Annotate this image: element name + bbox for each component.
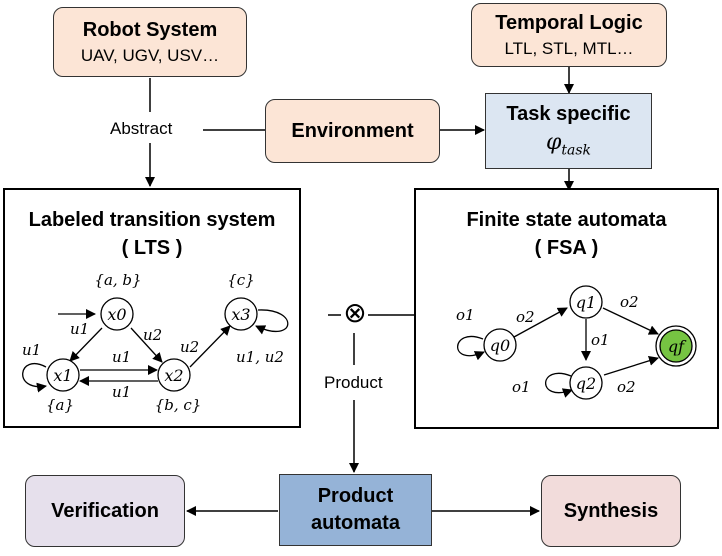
robot-system-box: Robot System UAV, UGV, USV…: [53, 7, 247, 77]
product-automata-line2: automata: [311, 512, 400, 534]
synthesis-box: Synthesis: [541, 475, 681, 547]
robot-system-title: Robot System: [82, 18, 218, 41]
verification-box: Verification: [25, 475, 185, 547]
phi-task-formula: φtask: [546, 130, 591, 158]
phi-subscript: task: [561, 142, 592, 159]
lts-subtitle: ( LTS ): [121, 237, 183, 259]
environment-label: Environment: [291, 119, 414, 142]
lts-panel: Labeled transition system ( LTS ): [3, 188, 301, 428]
temporal-logic-box: Temporal Logic LTL, STL, MTL…: [471, 3, 667, 67]
lts-title: Labeled transition system: [28, 209, 276, 231]
task-specific-title: Task specific: [506, 103, 631, 126]
fsa-panel: Finite state automata ( FSA ): [414, 188, 719, 429]
product-automata-line1: Product: [317, 485, 394, 507]
fsa-subtitle: ( FSA ): [534, 237, 599, 259]
environment-box: Environment: [265, 99, 440, 163]
verification-label: Verification: [51, 499, 159, 522]
product-operator-symbol: ⊗: [343, 296, 367, 329]
synthesis-label: Synthesis: [563, 499, 659, 522]
phi-symbol: φ: [545, 130, 562, 156]
task-specific-box: Task specific φtask: [485, 93, 652, 169]
fsa-title: Finite state automata: [466, 209, 667, 231]
product-label: Product: [324, 373, 383, 393]
temporal-logic-subtitle: LTL, STL, MTL…: [504, 38, 634, 58]
robot-system-subtitle: UAV, UGV, USV…: [80, 45, 220, 65]
product-automata-box: Product automata: [279, 474, 432, 546]
temporal-logic-title: Temporal Logic: [495, 11, 643, 34]
abstract-label: Abstract: [110, 119, 173, 139]
